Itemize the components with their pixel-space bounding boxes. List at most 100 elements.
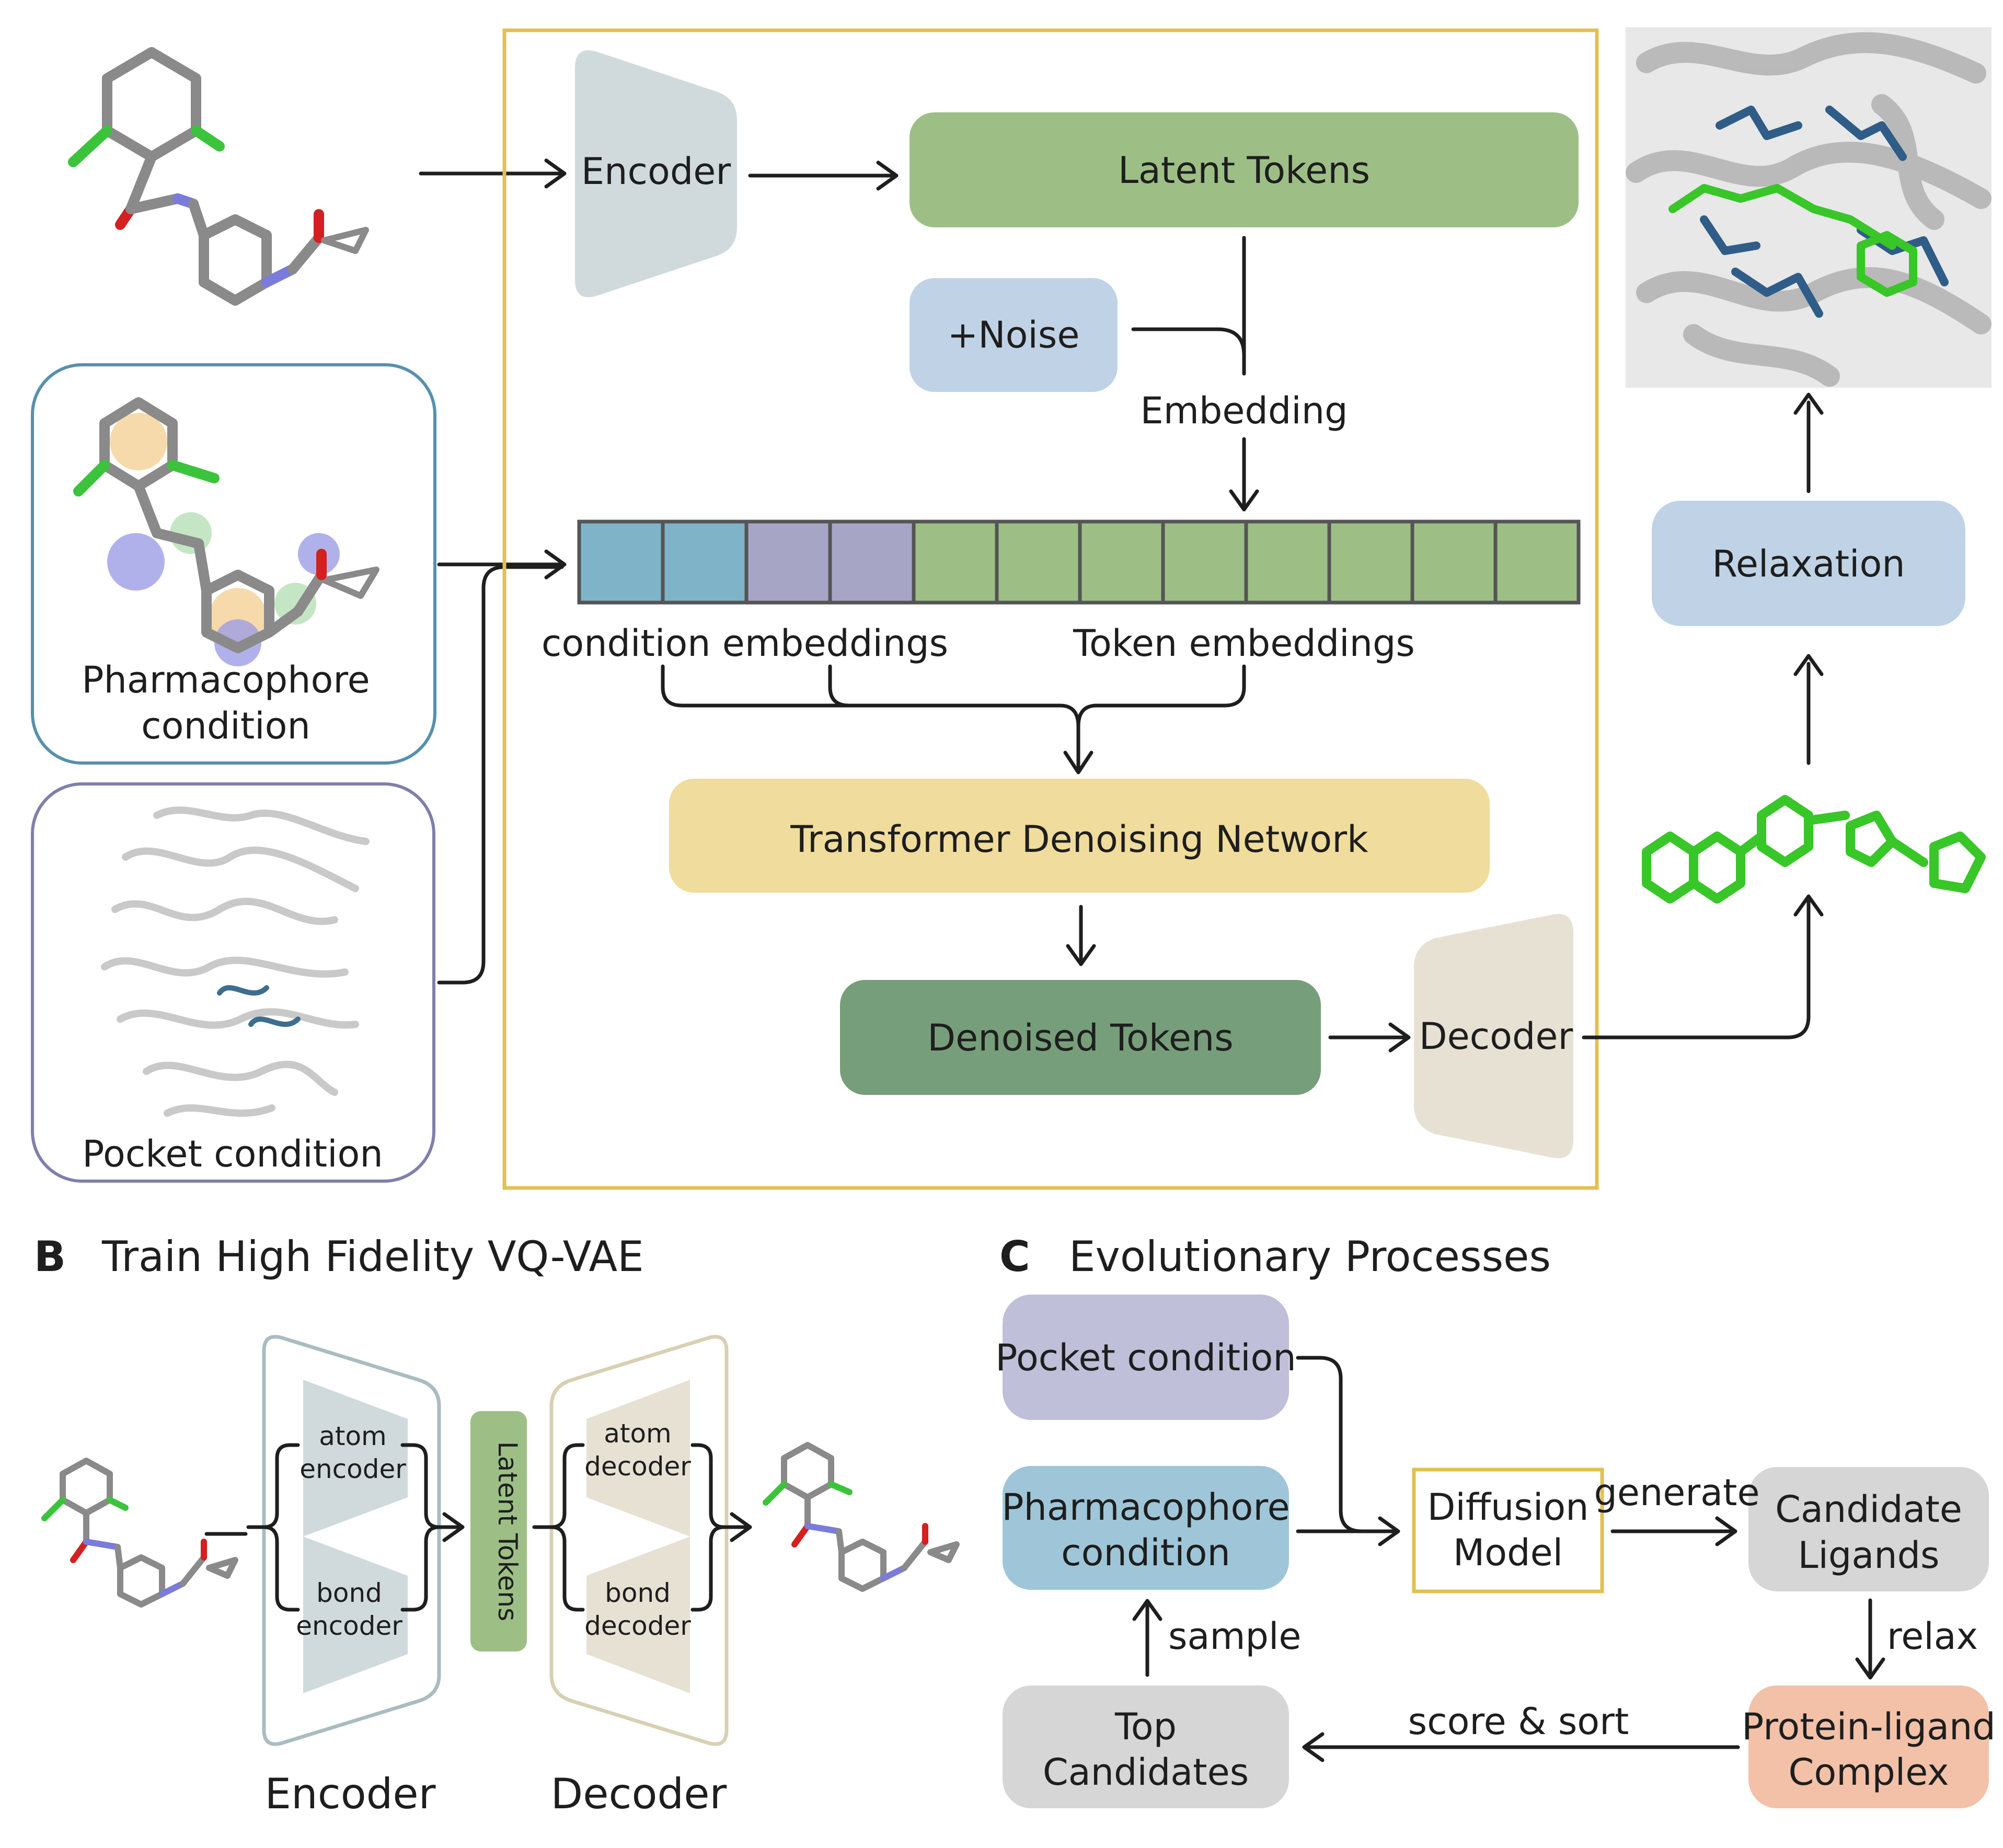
condition-embedding-cell — [744, 519, 832, 605]
arrowhead — [1229, 489, 1259, 512]
evo-pocket-condition-label: Pocket condition — [995, 1336, 1296, 1379]
arrowhead — [730, 1512, 752, 1542]
candidate-ligands-box — [1748, 1467, 1989, 1591]
protein-ligand-complex-label-1: Protein-ligand — [1742, 1705, 1996, 1748]
brace-right-encoder — [400, 1443, 462, 1529]
transformer-label: Transformer Denoising Network — [790, 818, 1368, 861]
arrowhead — [1063, 750, 1093, 775]
vqvae-encoder-label: Encoder — [264, 1770, 435, 1818]
arrowhead — [1066, 944, 1096, 966]
top-candidates-box — [1003, 1685, 1289, 1808]
token-embedding-cell — [1161, 519, 1248, 605]
atom-decoder-block — [586, 1380, 690, 1537]
arrowhead — [1378, 1516, 1400, 1546]
bracket-token — [1076, 664, 1246, 729]
encoder-label: Encoder — [581, 150, 731, 193]
vqvae-decoder-label: Decoder — [551, 1770, 727, 1818]
token-embedding-cell — [995, 519, 1082, 605]
protein-ligand-complex-icon — [1626, 27, 1992, 388]
atom-decoder-label-2: decoder — [584, 1451, 691, 1482]
bond-decoder-label-2: decoder — [584, 1611, 691, 1641]
pharmacophore-label-line2: condition — [141, 704, 310, 747]
pharmacophore-label-line1: Pharmacophore — [82, 659, 370, 701]
brace-left-encoder — [262, 1525, 300, 1612]
top-candidates-label-2: Candidates — [1043, 1751, 1249, 1794]
top-candidates-label-1: Top — [1114, 1705, 1177, 1748]
arrowhead — [1855, 1657, 1885, 1680]
token-embedding-cell — [1078, 519, 1165, 605]
embedding-row — [577, 519, 1581, 605]
diffusion-model-box — [1412, 1468, 1604, 1593]
protein-pocket-icon — [101, 806, 370, 1117]
atom-encoder-label-1: atom — [319, 1421, 387, 1451]
pocket-condition-box — [31, 782, 435, 1183]
condition-embedding-cell — [577, 519, 665, 605]
vqvae-decoder-outline — [549, 1335, 729, 1746]
generated-ligand-icon — [1642, 795, 1986, 904]
input-ligand-icon — [41, 1458, 238, 1608]
evo-pharmacophore-label-1: Pharmacophore — [1002, 1486, 1290, 1529]
brace-right-encoder — [400, 1525, 441, 1612]
brace-right-decoder — [690, 1525, 726, 1612]
panel-c-title: Evolutionary Processes — [1069, 1232, 1551, 1281]
candidate-ligands-label-1: Candidate — [1775, 1488, 1962, 1531]
pharmacophore-molecule-icon — [73, 397, 379, 666]
line-noise-merge — [1131, 327, 1246, 357]
pocket-condition-label: Pocket condition — [82, 1133, 383, 1175]
bond-decoder-block — [586, 1537, 690, 1693]
token-embedding-cell — [1410, 519, 1498, 605]
decoder-label: Decoder — [1419, 1015, 1573, 1058]
bond-encoder-block — [303, 1537, 408, 1693]
arrowhead — [442, 1512, 465, 1542]
arrow-pocket-to-embeddings — [437, 565, 564, 985]
arrow-decoder-to-ligand — [1582, 899, 1811, 1040]
panel-b-title: Train High Fidelity VQ-VAE — [101, 1232, 644, 1281]
diffusion-model-label-2: Model — [1453, 1531, 1563, 1574]
denoised-tokens-label: Denoised Tokens — [927, 1017, 1233, 1059]
latent-tokens-label: Latent Tokens — [1118, 149, 1370, 192]
output-ligand-icon — [763, 1442, 960, 1592]
atom-encoder-block — [303, 1380, 408, 1537]
vqvae-latent-tokens — [470, 1411, 527, 1651]
relaxation-box — [1652, 501, 1965, 626]
ligand-molecule-icon — [68, 47, 369, 306]
token-embedding-cell — [912, 519, 999, 605]
protein-ligand-complex-box — [1748, 1685, 1989, 1808]
atom-decoder-label-1: atom — [604, 1418, 672, 1449]
condition-embedding-cell — [661, 519, 749, 605]
brace-left-decoder — [532, 1443, 585, 1529]
bond-decoder-label-1: bond — [605, 1578, 671, 1608]
candidate-ligands-label-2: Ligands — [1798, 1534, 1939, 1577]
arrowhead — [1715, 1516, 1737, 1546]
latent-tokens-box — [910, 112, 1579, 227]
relax-label: relax — [1887, 1615, 1978, 1658]
noise-label: +Noise — [948, 314, 1080, 356]
bond-encoder-label-2: encoder — [296, 1611, 402, 1641]
evo-pharmacophore-label-2: condition — [1061, 1531, 1230, 1574]
score-sort-label: score & sort — [1408, 1700, 1629, 1743]
arrowhead — [1793, 392, 1824, 415]
vqvae-encoder-outline — [262, 1335, 441, 1746]
denoised-tokens-box — [840, 980, 1321, 1095]
evo-pharmacophore-box — [1003, 1466, 1289, 1590]
diffusion-model-label-1: Diffusion — [1427, 1486, 1588, 1529]
arrowhead — [876, 160, 899, 191]
arrowhead — [1793, 654, 1824, 676]
token-embedding-cell — [1244, 519, 1331, 605]
arrowhead — [544, 158, 567, 189]
atom-encoder-label-2: encoder — [300, 1454, 406, 1484]
arrowhead — [544, 549, 567, 580]
arrowhead — [1302, 1732, 1325, 1762]
generate-label: generate — [1594, 1471, 1759, 1514]
brace-left-encoder — [246, 1443, 300, 1529]
vqvae-latent-tokens-label: Latent Tokens — [492, 1441, 523, 1621]
panel-b-letter: B — [34, 1232, 66, 1281]
bracket-condition-right — [828, 664, 851, 708]
pharmacophore-condition-box — [31, 363, 436, 765]
encoder-block — [575, 50, 737, 297]
brace-right-decoder — [690, 1443, 750, 1529]
condition-embeddings-label: condition embeddings — [542, 622, 948, 665]
noise-box — [910, 278, 1118, 392]
brace-left-decoder — [549, 1525, 585, 1612]
